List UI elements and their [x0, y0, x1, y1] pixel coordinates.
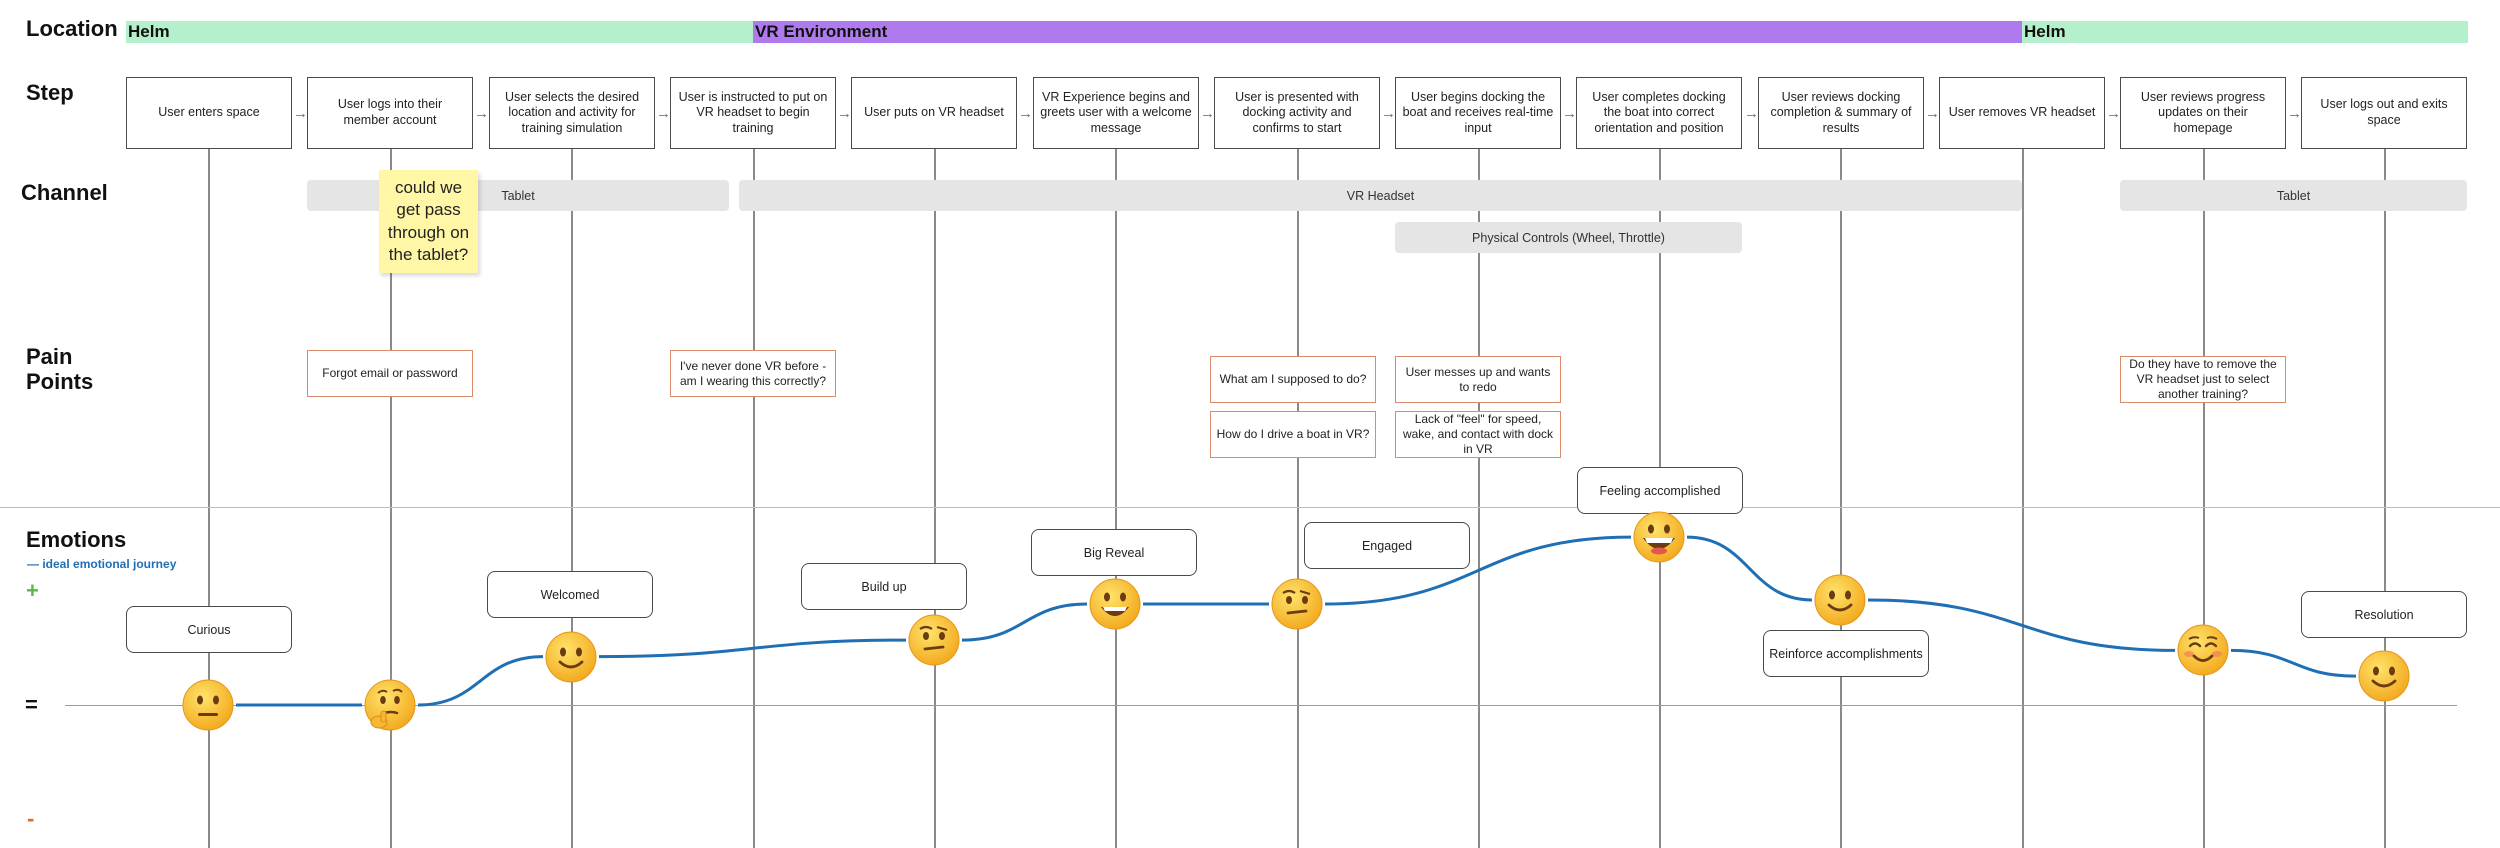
step-connector-line: [2203, 149, 2205, 848]
emotion-label-welcomed[interactable]: Welcomed: [487, 571, 653, 618]
emotions-divider: [0, 507, 2500, 508]
emoji-blush-icon: [2176, 623, 2230, 677]
location-band-vr-environment[interactable]: VR Environment: [753, 21, 2022, 43]
emoji-big-grin-icon: [1632, 510, 1686, 564]
emoji-smile-icon: [2357, 649, 2411, 703]
neutral-axis-line: [65, 705, 2457, 706]
step-arrow-icon: →: [1744, 105, 1759, 122]
emoji-grin-icon: [1088, 577, 1142, 631]
emotion-label-big-reveal[interactable]: Big Reveal: [1031, 529, 1197, 576]
location-band-helm-end[interactable]: Helm: [2022, 21, 2468, 43]
location-band-label: Helm: [2024, 22, 2066, 41]
channel-tablet-start[interactable]: Tablet: [307, 180, 729, 211]
pain-point-card[interactable]: Do they have to remove the VR headset ju…: [2120, 356, 2286, 403]
emotion-label-reinforce-accomplishments[interactable]: Reinforce accomplishments: [1763, 630, 1929, 677]
sticky-note[interactable]: could we get pass through on the tablet?: [379, 170, 478, 273]
step-box-3[interactable]: User selects the desired location and ac…: [489, 77, 655, 149]
step-connector-line: [1115, 149, 1117, 848]
emotion-legend: — ideal emotional journey: [27, 557, 177, 571]
step-box-8[interactable]: User begins docking the boat and receive…: [1395, 77, 1561, 149]
step-connector-line: [1297, 149, 1299, 848]
step-box-10[interactable]: User reviews docking completion & summar…: [1758, 77, 1924, 149]
step-connector-line: [2022, 149, 2024, 848]
channel-vr-headset[interactable]: VR Headset: [739, 180, 2022, 211]
location-band-label: Helm: [128, 22, 170, 41]
pain-point-card[interactable]: Forgot email or password: [307, 350, 473, 397]
emoji-raised-eyebrow-icon: [1270, 577, 1324, 631]
step-connector-line: [571, 149, 573, 848]
step-arrow-icon: →: [2287, 105, 2302, 122]
step-box-6[interactable]: VR Experience begins and greets user wit…: [1033, 77, 1199, 149]
channel-tablet-end[interactable]: Tablet: [2120, 180, 2467, 211]
step-arrow-icon: →: [474, 105, 489, 122]
step-box-12[interactable]: User reviews progress updates on their h…: [2120, 77, 2286, 149]
emoji-smile-icon: [544, 630, 598, 684]
step-arrow-icon: →: [1018, 105, 1033, 122]
row-label-step: Step: [26, 80, 74, 105]
step-arrow-icon: →: [837, 105, 852, 122]
pain-point-card[interactable]: How do I drive a boat in VR?: [1210, 411, 1376, 458]
emoji-thinking-icon: [363, 678, 417, 732]
step-connector-line: [753, 149, 755, 848]
ideal-emotional-journey-curve: [236, 535, 2357, 707]
row-label-channel: Channel: [21, 180, 108, 205]
step-arrow-icon: →: [293, 105, 308, 122]
row-label-location: Location: [26, 16, 118, 41]
emotion-label-build-up[interactable]: Build up: [801, 563, 967, 610]
minus-sign: -: [27, 806, 35, 831]
emoji-raised-eyebrow-icon: [907, 613, 961, 667]
step-connector-line: [1840, 149, 1842, 848]
row-label-pain: Pain: [26, 344, 73, 369]
step-connector-line: [1478, 149, 1480, 848]
step-arrow-icon: →: [1562, 105, 1577, 122]
emotion-label-feeling-accomplished[interactable]: Feeling accomplished: [1577, 467, 1743, 514]
step-box-4[interactable]: User is instructed to put on VR headset …: [670, 77, 836, 149]
step-box-7[interactable]: User is presented with docking activity …: [1214, 77, 1380, 149]
emotion-label-engaged[interactable]: Engaged: [1304, 522, 1470, 569]
step-box-2[interactable]: User logs into their member account: [307, 77, 473, 149]
step-connector-line: [934, 149, 936, 848]
emoji-neutral-icon: [181, 678, 235, 732]
channel-physical-controls[interactable]: Physical Controls (Wheel, Throttle): [1395, 222, 1742, 253]
step-arrow-icon: →: [1925, 105, 1940, 122]
step-connector-line: [208, 149, 210, 848]
step-box-9[interactable]: User completes docking the boat into cor…: [1576, 77, 1742, 149]
emotion-label-curious[interactable]: Curious: [126, 606, 292, 653]
step-box-11[interactable]: User removes VR headset: [1939, 77, 2105, 149]
step-box-13[interactable]: User logs out and exits space: [2301, 77, 2467, 149]
row-label-pain-points: Pain Points: [26, 344, 93, 395]
pain-point-card[interactable]: User messes up and wants to redo: [1395, 356, 1561, 403]
step-arrow-icon: →: [1381, 105, 1396, 122]
equals-sign: =: [25, 692, 38, 717]
location-band-label: VR Environment: [755, 22, 888, 41]
step-box-5[interactable]: User puts on VR headset: [851, 77, 1017, 149]
emotion-label-resolution[interactable]: Resolution: [2301, 591, 2467, 638]
plus-sign: +: [26, 578, 39, 603]
step-connector-line: [390, 149, 392, 848]
step-arrow-icon: →: [2106, 105, 2121, 122]
emoji-smile-icon: [1813, 573, 1867, 627]
location-band-helm-start[interactable]: Helm: [126, 21, 753, 43]
row-label-emotions: Emotions: [26, 527, 127, 552]
pain-point-card[interactable]: I've never done VR before - am I wearing…: [670, 350, 836, 397]
pain-point-card[interactable]: What am I supposed to do?: [1210, 356, 1376, 403]
pain-point-card[interactable]: Lack of "feel" for speed, wake, and cont…: [1395, 411, 1561, 458]
row-label-points: Points: [26, 369, 94, 395]
step-arrow-icon: →: [656, 105, 671, 122]
step-connector-line: [2384, 149, 2386, 848]
step-arrow-icon: →: [1200, 105, 1215, 122]
step-box-1[interactable]: User enters space: [126, 77, 292, 149]
